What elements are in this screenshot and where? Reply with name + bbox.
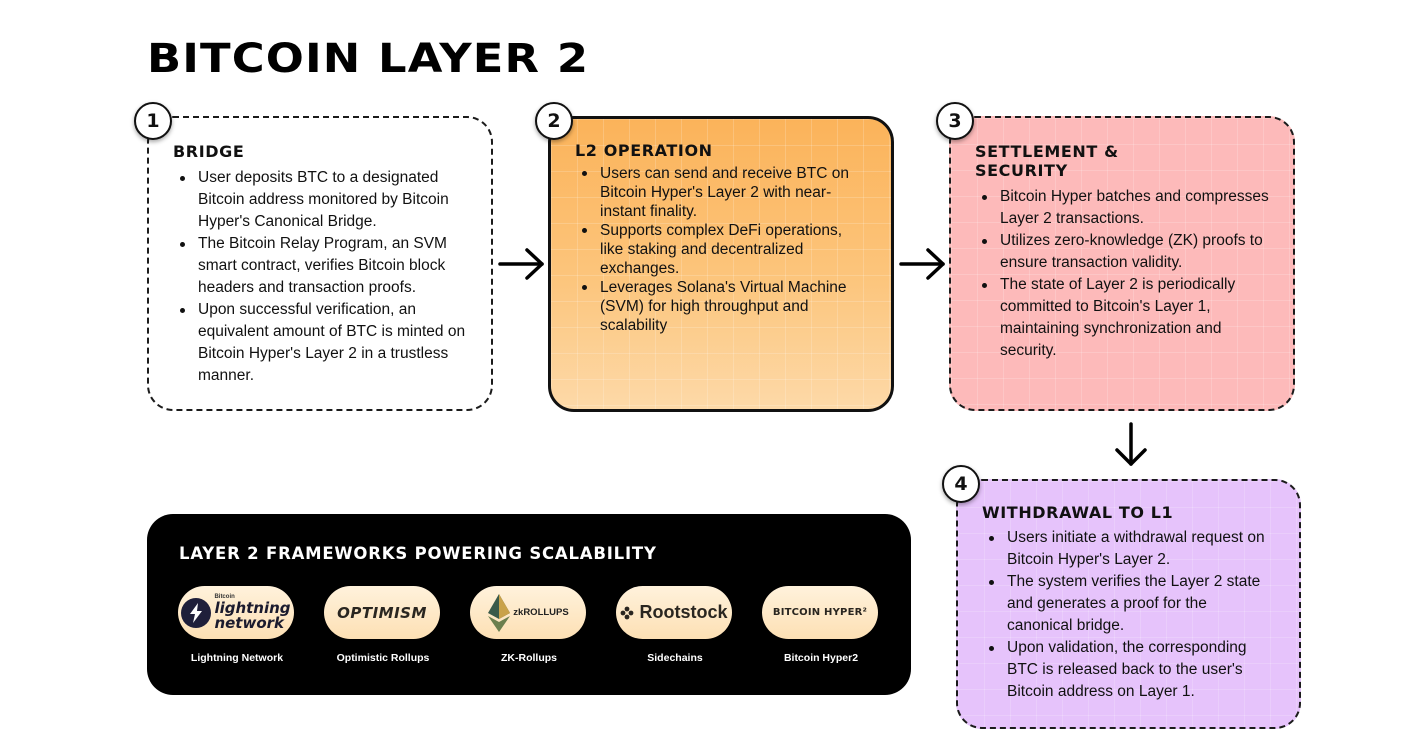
step-bullets: User deposits BTC to a designated Bitcoi… xyxy=(173,167,467,387)
framework-item-zk-rollups: zkROLLUPS ZK-Rollups xyxy=(470,586,588,664)
bullet-item: Upon validation, the corresponding BTC i… xyxy=(982,637,1275,703)
bullet-item: The system verifies the Layer 2 state an… xyxy=(982,571,1275,637)
framework-label: Sidechains xyxy=(647,652,703,664)
logo-small-text: Bitcoin xyxy=(214,594,235,600)
step-bullets: Bitcoin Hyper batches and compresses Lay… xyxy=(975,186,1269,362)
step-title: L2 OPERATION xyxy=(575,141,713,160)
step-number-badge: 4 xyxy=(942,465,980,503)
arrow-down-icon xyxy=(1115,422,1147,466)
bullet-item: Upon successful verification, an equival… xyxy=(173,299,467,387)
bitcoin-hyper-logo: BITCOIN HYPER² xyxy=(762,586,878,639)
framework-label: Bitcoin Hyper2 xyxy=(783,652,859,664)
page-title: BITCOIN LAYER 2 xyxy=(147,36,590,82)
bullet-item: Utilizes zero-knowledge (ZK) proofs to e… xyxy=(975,230,1269,274)
bullet-item: The state of Layer 2 is periodically com… xyxy=(975,274,1269,362)
frameworks-title: LAYER 2 FRAMEWORKS POWERING SCALABILITY xyxy=(179,544,657,563)
bullet-item: User deposits BTC to a designated Bitcoi… xyxy=(173,167,467,233)
arrow-right-icon xyxy=(498,248,544,280)
bullet-item: Leverages Solana's Virtual Machine (SVM)… xyxy=(575,278,867,335)
framework-item-rootstock: Rootstock Sidechains xyxy=(616,586,734,664)
step-bullets: Users can send and receive BTC on Bitcoi… xyxy=(575,164,867,335)
framework-label: Lightning Network xyxy=(190,652,284,664)
logo-text: BITCOIN HYPER² xyxy=(772,607,868,618)
logo-text: zkROLLUPS xyxy=(513,607,569,618)
step-number-badge: 2 xyxy=(535,102,573,140)
logo-text: lightning xyxy=(214,599,291,617)
lightning-bolt-icon xyxy=(181,597,212,628)
frameworks-panel: LAYER 2 FRAMEWORKS POWERING SCALABILITY … xyxy=(147,514,911,695)
logo-text: Rootstock xyxy=(639,602,728,622)
step-bullets: Users initiate a withdrawal request on B… xyxy=(982,527,1275,703)
logo-text: OPTIMISM xyxy=(337,603,427,622)
bullet-item: The Bitcoin Relay Program, an SVM smart … xyxy=(173,233,467,299)
step-title: BRIDGE xyxy=(173,142,245,161)
step-card-l2-operation: L2 OPERATION Users can send and receive … xyxy=(548,116,894,412)
framework-item-optimism: OPTIMISM Optimistic Rollups xyxy=(324,586,442,664)
framework-item-lightning: Bitcoin lightning network Lightning Netw… xyxy=(178,586,296,664)
framework-label: ZK-Rollups xyxy=(501,652,557,664)
step-title: SETTLEMENT & SECURITY xyxy=(975,142,1119,180)
framework-item-bitcoin-hyper: BITCOIN HYPER² Bitcoin Hyper2 xyxy=(762,586,880,664)
bullet-item: Supports complex DeFi operations, like s… xyxy=(575,221,867,278)
bullet-item: Bitcoin Hyper batches and compresses Lay… xyxy=(975,186,1269,230)
zk-rollups-logo: zkROLLUPS xyxy=(470,586,586,639)
step-card-settlement-security: SETTLEMENT & SECURITY Bitcoin Hyper batc… xyxy=(949,116,1295,411)
logo-text: network xyxy=(214,614,284,632)
step-number-badge: 3 xyxy=(936,102,974,140)
framework-label: Optimistic Rollups xyxy=(336,652,430,664)
bullet-item: Users can send and receive BTC on Bitcoi… xyxy=(575,164,867,221)
rootstock-logo: Rootstock xyxy=(616,586,732,639)
step-number-badge: 1 xyxy=(134,102,172,140)
ethereum-icon xyxy=(488,593,511,632)
step-card-bridge: BRIDGE User deposits BTC to a designated… xyxy=(147,116,493,411)
bullet-item: Users initiate a withdrawal request on B… xyxy=(982,527,1275,571)
step-card-withdrawal: WITHDRAWAL TO L1 Users initiate a withdr… xyxy=(956,479,1301,729)
rootstock-icon xyxy=(621,606,634,619)
arrow-right-icon xyxy=(899,248,945,280)
step-title: WITHDRAWAL TO L1 xyxy=(982,503,1174,522)
optimism-logo: OPTIMISM xyxy=(324,586,440,639)
lightning-network-logo: Bitcoin lightning network xyxy=(178,586,294,639)
